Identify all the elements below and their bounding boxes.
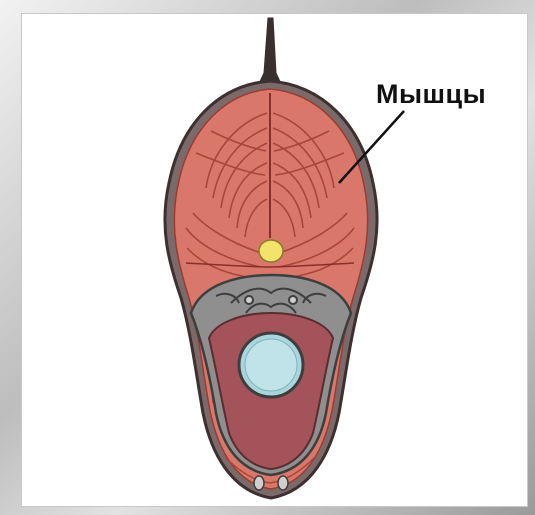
notochord-inner <box>245 339 297 391</box>
muscles-label: Мышцы <box>376 79 486 110</box>
diagram-canvas: Мышцы <box>21 13 528 507</box>
dorsal-fin-ray <box>257 18 283 88</box>
spinal-cord <box>259 240 283 262</box>
